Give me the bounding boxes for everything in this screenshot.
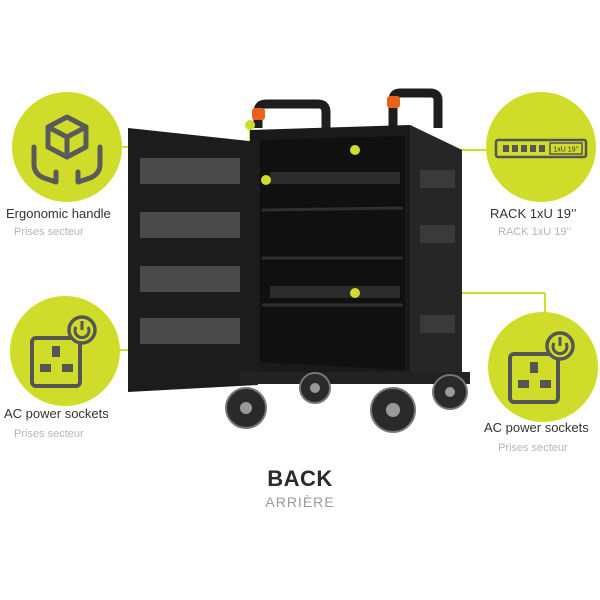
hands-box-icon bbox=[31, 114, 103, 185]
sockets-left-title: AC power sockets bbox=[4, 406, 109, 421]
power-socket-icon bbox=[508, 331, 575, 404]
sockets-right-badge bbox=[488, 312, 598, 422]
cart-door bbox=[128, 128, 258, 392]
rack-title: RACK 1xU 19’’ bbox=[490, 206, 577, 221]
sockets-right-subtitle: Prises secteur bbox=[498, 442, 568, 454]
rack-panel-text: 1xU 19’’ bbox=[553, 147, 579, 154]
rack-badge: 1xU 19’’ bbox=[486, 92, 596, 202]
handle-subtitle: Prises secteur bbox=[14, 226, 84, 238]
power-socket-icon bbox=[30, 315, 97, 388]
cart-base bbox=[225, 372, 470, 433]
handle-title: Ergonomic handle bbox=[6, 206, 111, 221]
cart-handles bbox=[252, 88, 443, 128]
sockets-left-subtitle: Prises secteur bbox=[14, 428, 84, 440]
handle-badge bbox=[12, 92, 122, 202]
view-title: BACK bbox=[267, 466, 333, 491]
callout-dots bbox=[245, 120, 360, 298]
rack-unit-icon: 1xU 19’’ bbox=[494, 138, 588, 159]
sockets-right-title: AC power sockets bbox=[484, 420, 589, 435]
rack-subtitle: RACK 1xU 19’’ bbox=[498, 226, 572, 238]
view-subtitle: ARRIÈRE bbox=[265, 494, 335, 510]
sockets-left-badge bbox=[10, 296, 120, 406]
cart-body bbox=[250, 125, 462, 382]
